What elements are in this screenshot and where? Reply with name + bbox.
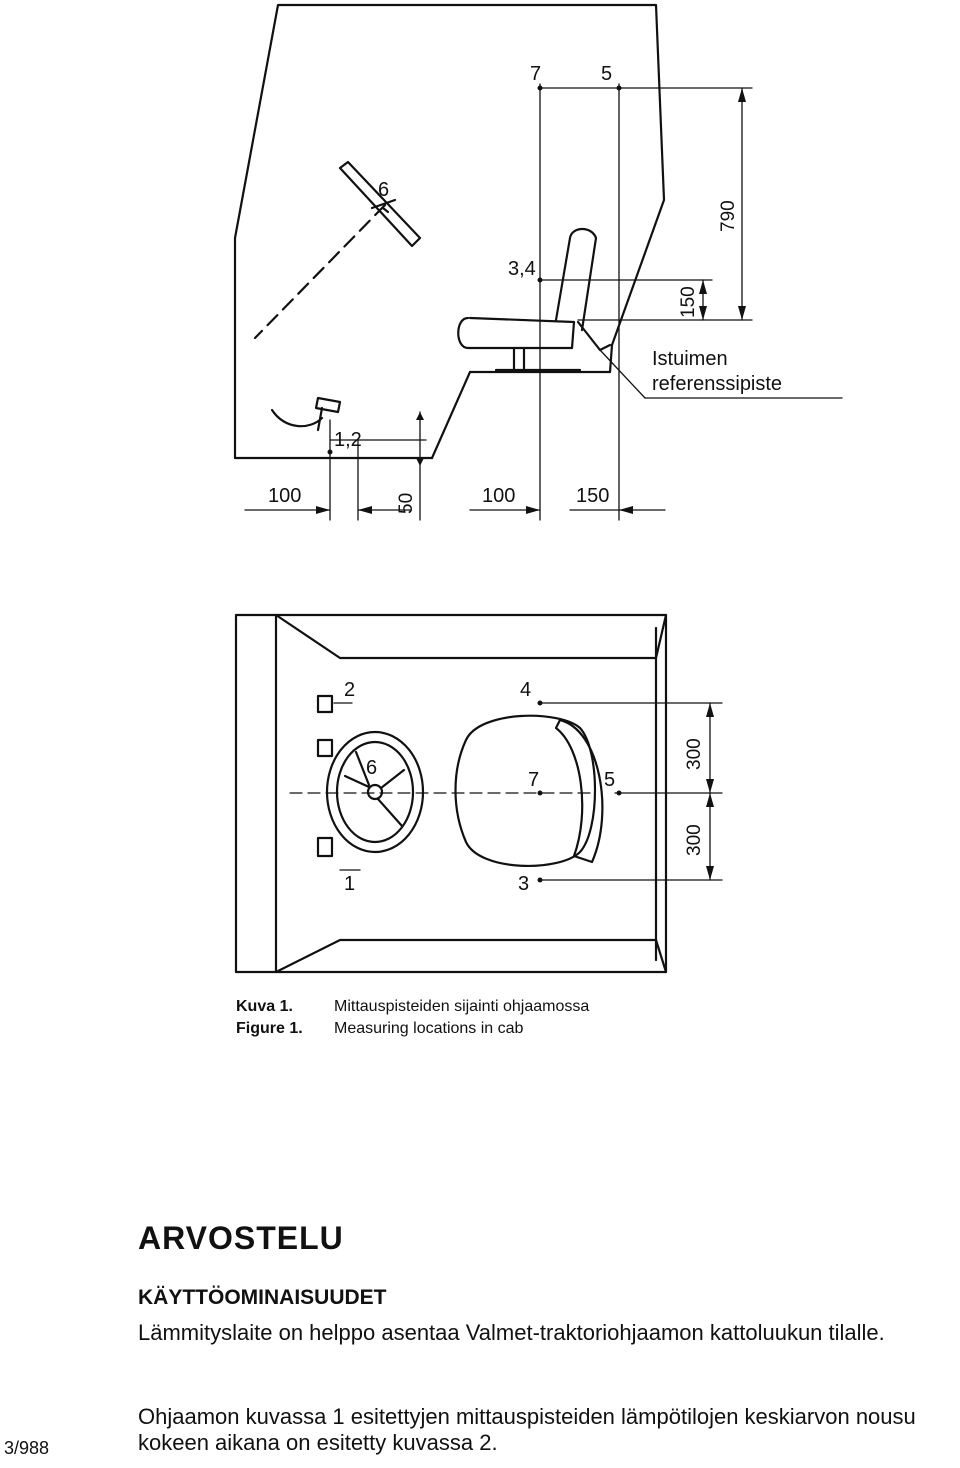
page-number: 3/988 [4,1438,50,1458]
section-subheading: KÄYTTÖOMINAISUUDET [138,1286,387,1309]
top-label-2: 2 [344,679,355,701]
section-heading: ARVOSTELU [138,1220,344,1256]
top-label-6: 6 [366,757,377,779]
top-label-7: 7 [528,769,539,791]
top-view-dimensions [333,702,723,881]
paragraph-1: Lämmityslaite on helppo asentaa Valmet-t… [138,1320,885,1345]
dim-150-bottom: 150 [576,485,609,507]
dim-100-mid: 100 [482,485,515,507]
dim-100-left: 100 [268,485,301,507]
top-label-3: 3 [518,873,529,895]
seat-reference-label-line1: Istuimen [652,348,728,370]
caption-fi: Kuva 1. Mittauspisteiden sijainti ohjaamo… [236,996,589,1017]
side-label-1-2: 1,2 [334,429,362,451]
seat-reference-label-line2: referenssipiste [652,373,782,395]
top-view-drawing [234,613,668,974]
top-label-5: 5 [604,769,615,791]
dim-300-lower: 300 [684,824,705,856]
dim-150-top: 150 [678,286,699,318]
dim-300-upper: 300 [684,738,705,770]
side-view-arrows [316,85,746,514]
dim-790: 790 [718,200,739,232]
top-label-4: 4 [520,679,531,701]
dim-50: 50 [396,493,417,514]
caption-en-label: Figure 1. [236,1020,303,1037]
side-label-3-4: 3,4 [508,258,536,280]
side-label-5: 5 [601,63,612,85]
caption-fi-text: Mittauspisteiden sijainti ohjaamossa [334,998,590,1015]
side-view-dimensions [244,83,843,521]
caption-fi-label: Kuva 1. [236,998,293,1015]
caption-en-text: Measuring locations in cab [334,1020,524,1037]
paragraph-2: Ohjaamon kuvassa 1 esitettyjen mittauspi… [138,1404,916,1455]
side-view-drawing [233,3,666,460]
side-label-7: 7 [530,63,541,85]
caption-en: Figure 1. Measuring locations in cab [236,1018,523,1039]
top-view-arrows [537,700,714,883]
top-label-1: 1 [344,873,355,895]
side-label-6: 6 [378,179,389,201]
